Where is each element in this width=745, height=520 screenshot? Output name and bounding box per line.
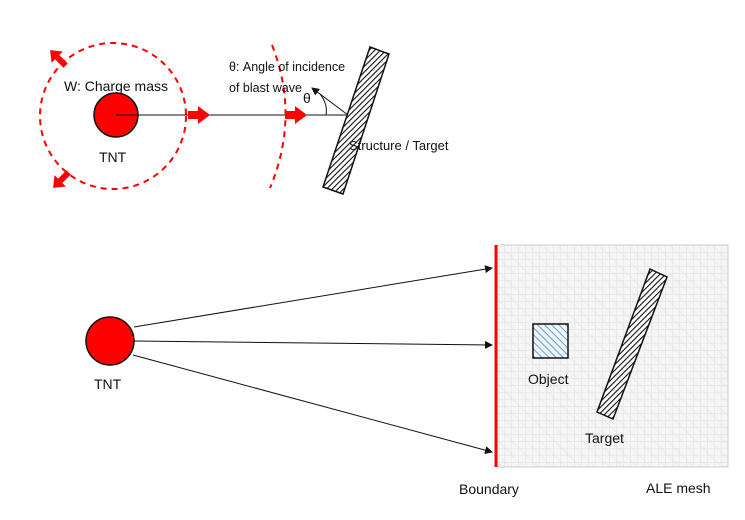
top-schematic: W: Charge mass TNT θ: Angle of incidence… (39, 42, 449, 195)
tnt-label-top: TNT (99, 149, 127, 165)
bottom-schematic: TNT Object Target Boundary ALE mesh (85, 244, 729, 497)
propagation-arrow-icon (285, 106, 307, 124)
blast-sphere-outline (39, 42, 187, 190)
tnt-charge-bottom (85, 316, 135, 366)
structure-target-plate (322, 46, 390, 195)
ale-mesh-label: ALE mesh (646, 480, 711, 496)
blast-ray-lower (132, 354, 493, 455)
target-label: Target (585, 430, 624, 446)
boundary-label: Boundary (459, 481, 519, 497)
theta-symbol: θ (303, 90, 311, 106)
surface-normal-arrow (311, 87, 349, 116)
blast-ray-upper (133, 265, 493, 328)
outward-arrow-icon (50, 50, 68, 68)
incidence-angle-arc (319, 93, 327, 116)
outward-arrow-icon (53, 170, 71, 188)
propagation-arrow-icon (188, 106, 210, 124)
object-block (532, 323, 569, 359)
structure-target-label: Structure / Target (349, 138, 449, 153)
angle-label-line1: θ: Angle of incidence (229, 60, 345, 74)
charge-mass-label: W: Charge mass (64, 78, 168, 94)
angle-label-line2: of blast wave (229, 81, 302, 95)
blast-ray-middle (133, 340, 493, 349)
object-label: Object (528, 371, 569, 387)
target-plate (596, 267, 668, 421)
tnt-label-bottom: TNT (94, 376, 122, 392)
